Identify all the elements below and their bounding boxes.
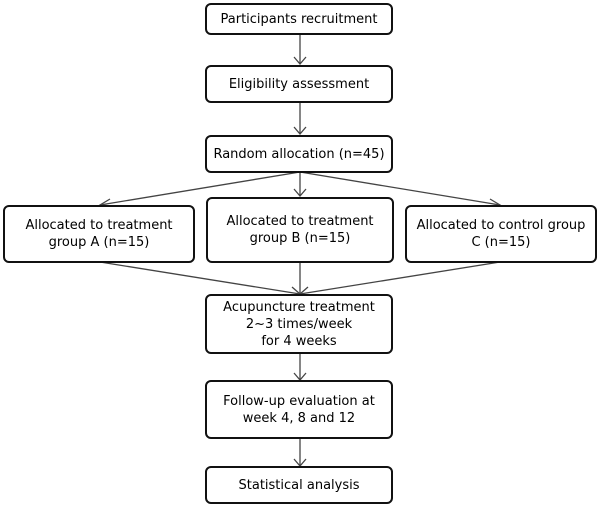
node-statistical-analysis: Statistical analysis <box>205 466 393 504</box>
node-group-c: Allocated to control group C (n=15) <box>405 205 597 263</box>
node-random-allocation: Random allocation (n=45) <box>205 135 393 173</box>
node-label: Random allocation (n=45) <box>213 146 385 162</box>
arrow-group-c-to-treatment <box>299 261 501 295</box>
node-label: Statistical analysis <box>238 477 360 493</box>
node-eligibility-assessment: Eligibility assessment <box>205 65 393 103</box>
node-acupuncture-treatment: Acupuncture treatment 2~3 times/week for… <box>205 294 393 354</box>
arrow-random-to-group-a <box>99 171 301 206</box>
arrowhead-group-b <box>293 188 307 197</box>
node-label: Allocated to treatment group B (n=15) <box>226 214 374 246</box>
node-follow-up-evaluation: Follow-up evaluation at week 4, 8 and 12 <box>205 380 393 439</box>
node-label: Follow-up evaluation at week 4, 8 and 12 <box>223 393 375 426</box>
arrowhead-random <box>293 126 307 135</box>
node-group-a: Allocated to treatment group A (n=15) <box>3 205 195 263</box>
arrow-random-to-group-c <box>299 171 501 206</box>
node-label: Allocated to control group C (n=15) <box>416 218 586 250</box>
node-label: Eligibility assessment <box>228 76 370 92</box>
node-group-b: Allocated to treatment group B (n=15) <box>206 197 394 263</box>
node-label: Participants recruitment <box>220 11 378 27</box>
node-participants-recruitment: Participants recruitment <box>205 3 393 35</box>
arrow-group-a-to-treatment <box>99 261 301 295</box>
node-label: Acupuncture treatment 2~3 times/week for… <box>223 299 375 349</box>
node-label: Allocated to treatment group A (n=15) <box>25 218 173 250</box>
arrowhead-eligibility <box>293 56 307 65</box>
